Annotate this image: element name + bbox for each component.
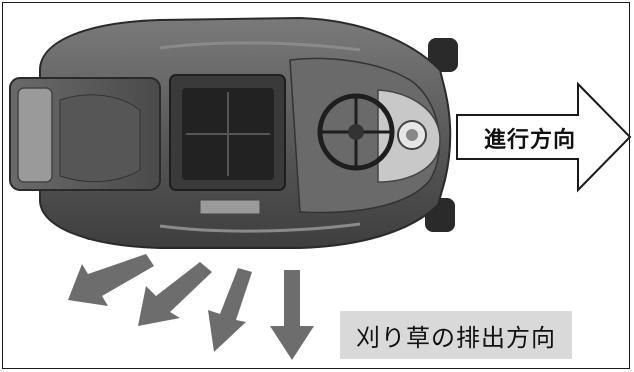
wheel-front-top xyxy=(428,38,458,72)
travel-direction-label: 進行方向 xyxy=(483,128,576,153)
catcher-handle xyxy=(17,87,53,183)
figure-border xyxy=(2,2,630,369)
discharge-arrows xyxy=(68,254,314,360)
deck-edge-top xyxy=(159,41,361,52)
travel-direction-arrow xyxy=(456,81,632,193)
riding-mower xyxy=(9,16,458,249)
discharge-arrow-2 xyxy=(138,262,212,326)
front-emblem-center xyxy=(406,129,418,141)
steering-hub xyxy=(348,124,364,140)
catcher-cover xyxy=(59,94,141,183)
discharge-arrow-4 xyxy=(270,270,314,360)
discharge-arrow-1 xyxy=(68,254,154,306)
deck-edge-bottom xyxy=(159,222,361,233)
discharge-arrow-3 xyxy=(208,268,252,352)
discharge-direction-label: 刈り草の排出方向 xyxy=(340,311,572,359)
side-plate xyxy=(199,199,261,215)
